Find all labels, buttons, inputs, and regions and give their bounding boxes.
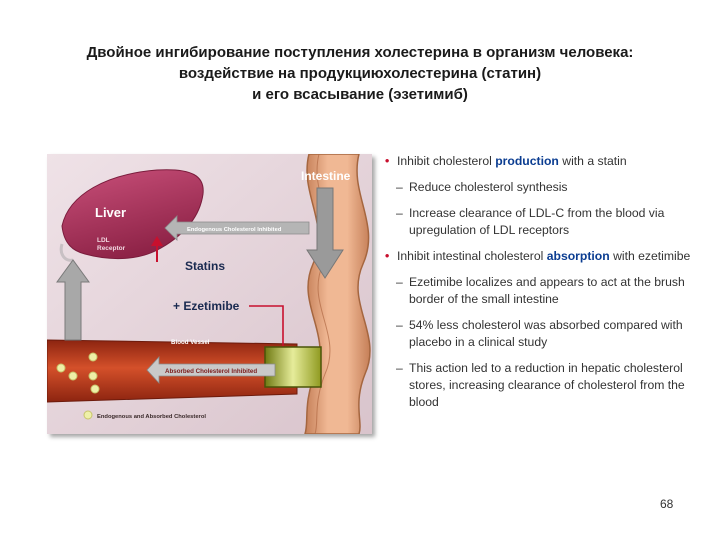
intestine-down-arrow (306, 187, 344, 279)
cholesterol-particle (68, 371, 78, 381)
slide-title: Двойное ингибирование поступления холест… (20, 42, 700, 105)
bullet-text: Inhibit cholesterol (397, 154, 496, 168)
bullet-highlight: absorption (546, 249, 610, 263)
subbullet: – Ezetimibe localizes and appears to act… (385, 274, 705, 308)
subbullet: – 54% less cholesterol was absorbed comp… (385, 317, 705, 351)
legend-particle (83, 410, 93, 420)
liver-shape (61, 169, 204, 260)
subbullet-dash: – (396, 275, 403, 289)
statin-arrow-head (151, 236, 163, 246)
bullet-text: with a statin (558, 154, 627, 168)
page-number: 68 (660, 497, 674, 511)
subbullet-text: This action led to a reduction in hepati… (409, 361, 685, 409)
title-line-2: воздействие на продукциюхолестерина (ста… (178, 65, 542, 82)
subbullet-dash: – (396, 318, 403, 332)
subbullet: – Increase clearance of LDL-C from the b… (385, 205, 705, 239)
cholesterol-particle (88, 371, 98, 381)
bullet-dot: • (385, 249, 390, 263)
bullet-highlight: production (495, 154, 559, 168)
up-arrow-to-liver (56, 259, 90, 341)
ldl-receptor-marker (59, 243, 74, 262)
diagram-svg: Liver LDL Receptor Intestine Endogenous … (47, 154, 372, 434)
cholesterol-diagram: Liver LDL Receptor Intestine Endogenous … (47, 154, 372, 434)
subbullet-dash: – (396, 206, 403, 220)
endogenous-cholesterol-arrow (164, 215, 310, 241)
title-line-1: Двойное ингибирование поступления холест… (86, 44, 634, 61)
receptor-label: Receptor (97, 245, 126, 252)
bullet-text: Inhibit intestinal cholesterol (397, 249, 547, 263)
cholesterol-particle (56, 363, 66, 373)
legend-label: Endogenous and Absorbed Cholesterol (97, 414, 206, 420)
subbullet-text: Reduce cholesterol synthesis (409, 180, 568, 194)
bullet-absorption: • Inhibit intestinal cholesterol absorpt… (385, 248, 705, 265)
absorbed-cholesterol-label: Absorbed Cholesterol Inhibited (165, 368, 257, 375)
bullet-dot: • (385, 154, 390, 168)
bullet-text: with ezetimibe (609, 249, 691, 263)
subbullet-text: Increase clearance of LDL-C from the blo… (409, 206, 665, 237)
subbullet: – Reduce cholesterol synthesis (385, 179, 705, 196)
ezetimibe-arrow-line (249, 305, 284, 354)
liver-label: Liver (95, 205, 126, 220)
subbullet-text: Ezetimibe localizes and appears to act a… (409, 275, 685, 306)
subbullet-dash: – (396, 361, 403, 375)
ldl-label: LDL (97, 237, 110, 244)
cholesterol-particle (88, 352, 98, 362)
ezetimibe-label: + Ezetimibe (173, 299, 240, 313)
title-line-3: и его всасывание (эзетимиб) (252, 86, 468, 103)
absorbed-cholesterol-arrow (146, 355, 276, 385)
subbullet: – This action led to a reduction in hepa… (385, 360, 705, 411)
subbullet-text: 54% less cholesterol was absorbed compar… (409, 318, 683, 349)
bullet-production: • Inhibit cholesterol production with a … (385, 153, 705, 170)
intestine-label: Intestine (301, 169, 351, 183)
statins-label: Statins (185, 259, 225, 273)
subbullet-dash: – (396, 180, 403, 194)
blood-vessel-label: Blood Vessel (171, 339, 210, 346)
bullet-list: • Inhibit cholesterol production with a … (385, 153, 705, 420)
endogenous-cholesterol-label: Endogenous Cholesterol Inhibited (187, 227, 282, 233)
cholesterol-particle (90, 384, 100, 394)
